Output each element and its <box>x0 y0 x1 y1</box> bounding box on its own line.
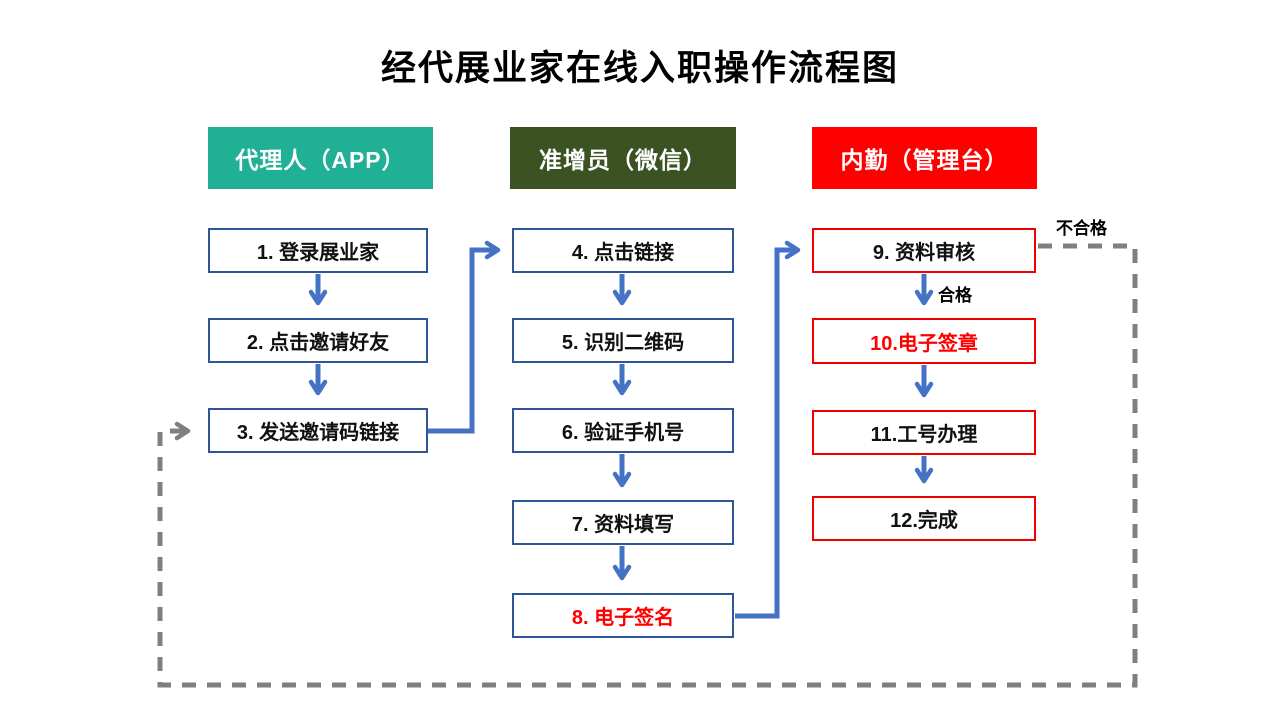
lane-header-recruit-wechat: 准增员（微信） <box>510 127 736 189</box>
step-box-12-done: 12.完成 <box>812 496 1036 541</box>
step-box-8-esignature: 8. 电子签名 <box>512 593 734 638</box>
step-box-6-verify-phone: 6. 验证手机号 <box>512 408 734 453</box>
step-box-7-fill-info: 7. 资料填写 <box>512 500 734 545</box>
edge-3-4 <box>428 240 501 434</box>
step-box-2-invite-friend: 2. 点击邀请好友 <box>208 318 428 363</box>
edge-label-fail: 不合格 <box>1056 219 1107 238</box>
step-box-5-scan-qrcode: 5. 识别二维码 <box>512 318 734 363</box>
step-box-1-login: 1. 登录展业家 <box>208 228 428 273</box>
step-box-4-click-link: 4. 点击链接 <box>512 228 734 273</box>
edge-8-9 <box>735 240 801 619</box>
step-box-11-staff-id: 11.工号办理 <box>812 410 1036 455</box>
lane-header-admin-console: 内勤（管理台） <box>812 127 1037 189</box>
step-box-10-eseal: 10.电子签章 <box>812 318 1036 364</box>
page-title: 经代展业家在线入职操作流程图 <box>380 49 899 88</box>
lane-header-agent-app: 代理人（APP） <box>208 127 433 189</box>
step-box-9-review: 9. 资料审核 <box>812 228 1036 273</box>
edge-label-pass: 合格 <box>938 286 972 305</box>
step-box-3-send-invite-link: 3. 发送邀请码链接 <box>208 408 428 453</box>
